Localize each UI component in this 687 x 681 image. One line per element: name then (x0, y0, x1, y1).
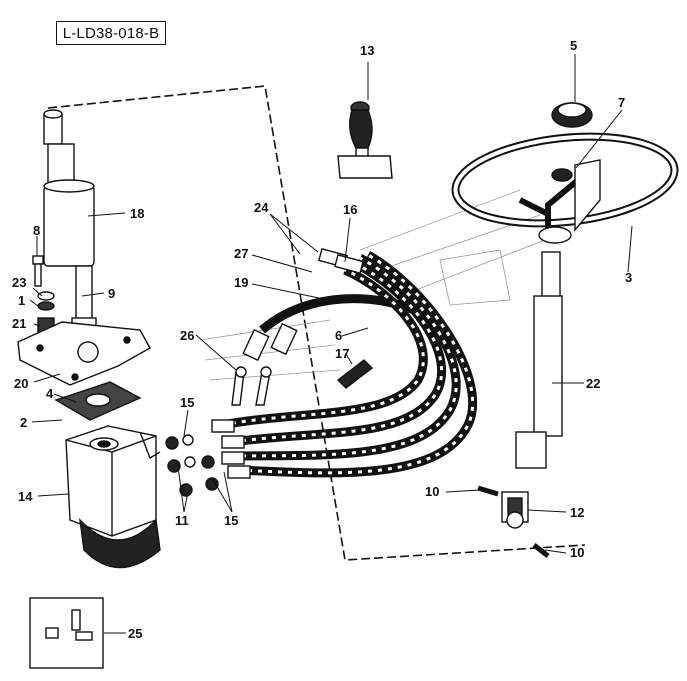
callout-5: 5 (570, 38, 578, 53)
hydraulic-hoses (221, 251, 478, 478)
horn-cap (551, 102, 593, 128)
hose-clip (336, 359, 374, 389)
callout-22: 22 (586, 376, 601, 391)
callout-3: 3 (625, 270, 633, 285)
steering-control-unit (65, 425, 161, 569)
washer-1 (37, 301, 55, 311)
callout-16: 16 (343, 202, 358, 217)
callout-15: 15 (224, 513, 239, 528)
callout-21: 21 (12, 316, 27, 331)
diagram-code-label: L-LD38-018-B (56, 21, 166, 45)
callout-2: 2 (20, 415, 28, 430)
universal-joint (501, 491, 529, 529)
callout-7: 7 (618, 95, 626, 110)
callout-11: 11 (175, 513, 189, 528)
callout-14: 14 (18, 489, 33, 504)
callout-19: 19 (234, 275, 249, 290)
leader-lines (29, 54, 633, 634)
callout-25: 25 (128, 626, 143, 641)
steering-column (515, 251, 563, 469)
callout-27: 27 (234, 246, 249, 261)
assembly-dashed-line (47, 85, 586, 561)
callout-26: 26 (180, 328, 195, 343)
roll-pin-upper (477, 485, 499, 497)
washer-23 (37, 291, 55, 301)
adapters-26 (231, 366, 272, 406)
steering-wheel (451, 132, 679, 244)
callout-12: 12 (570, 505, 585, 520)
callout-1: 1 (18, 293, 26, 308)
callout-24: 24 (254, 200, 269, 215)
roll-pin-lower (532, 543, 550, 558)
bolt-8 (32, 255, 44, 287)
hose-ends (211, 247, 364, 479)
callout-8: 8 (33, 223, 41, 238)
callout-17: 17 (335, 346, 350, 361)
fittings-left (165, 434, 219, 497)
callout-23: 23 (12, 275, 27, 290)
callout-4: 4 (46, 386, 54, 401)
callout-6: 6 (335, 328, 343, 343)
callout-18: 18 (130, 206, 145, 221)
callout-10: 10 (425, 484, 440, 499)
control-knob (337, 101, 393, 179)
callout-20: 20 (14, 376, 29, 391)
callout-13: 13 (360, 43, 375, 58)
callout-15: 15 (180, 395, 195, 410)
callout-10: 10 (570, 545, 585, 560)
callout-9: 9 (108, 286, 116, 301)
